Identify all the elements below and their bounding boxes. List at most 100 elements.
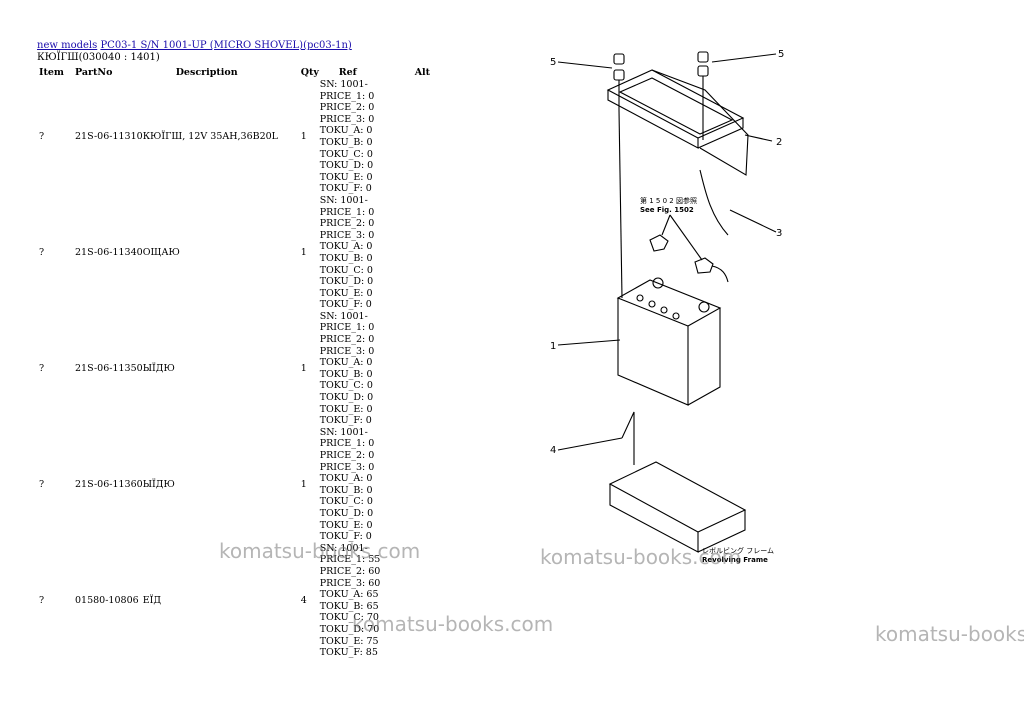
row-item: ? [39, 363, 45, 375]
breadcrumb-link-model[interactable]: PC03-1 S/N 1001-UP (MICRO SHOVEL)(pc03-1… [100, 40, 352, 51]
row-description: ЫЇДЮ [142, 363, 175, 375]
row-partno: 21S-06-11310 [75, 131, 143, 143]
nut-right [697, 51, 709, 140]
ref-line: TOKU_B: 0 [319, 136, 373, 148]
row-description: ОЩАЮ [142, 247, 180, 259]
ref-line: TOKU_B: 0 [319, 484, 373, 496]
callout-3: 3 [776, 228, 782, 239]
fig-note-jp: 第 1 5 0 2 図参照 [640, 196, 697, 205]
ref-line: TOKU_A: 0 [319, 357, 373, 369]
header-item: Item [39, 67, 64, 78]
ref-line: TOKU_D: 70 [319, 623, 380, 635]
row-qty: 1 [300, 363, 307, 375]
nut-left [613, 53, 625, 110]
ref-line: TOKU_B: 0 [319, 252, 373, 264]
ref-line: PRICE_2: 0 [319, 102, 375, 114]
row-description: ЫЇДЮ [142, 479, 175, 491]
fig-note: See Fig. 1502 [640, 206, 694, 214]
battery-cable-3 [699, 169, 729, 236]
callout-4: 4 [550, 445, 556, 456]
breadcrumb: new models PC03-1 S/N 1001-UP (MICRO SHO… [37, 40, 352, 51]
ref-line: TOKU_C: 0 [319, 380, 373, 392]
row-item: ? [39, 595, 45, 607]
callout-2: 2 [776, 137, 782, 148]
row-qty: 1 [300, 247, 307, 259]
ref-line: TOKU_D: 0 [319, 276, 374, 288]
row-qty: 1 [300, 131, 307, 143]
row-description: КЮЇГШ, 12V 35AH,36B20L [142, 131, 278, 143]
ref-line: TOKU_F: 0 [319, 415, 372, 427]
ref-line: PRICE_3: 60 [319, 577, 381, 589]
ref-line: TOKU_A: 65 [319, 589, 379, 601]
revolving-frame [608, 461, 747, 553]
ref-line: TOKU_F: 0 [319, 183, 372, 195]
row-qty: 4 [300, 595, 307, 607]
row-partno: 01580-10806 [75, 595, 139, 607]
parts-diagram: 5 5 2 3 1 4 第 1 5 0 2 図参照 See Fig. 1502 … [550, 49, 784, 564]
ref-line: SN: 1001- [319, 79, 368, 90]
row-qty: 1 [300, 479, 307, 491]
header-alt: Alt [414, 67, 431, 78]
row-alt [415, 195, 435, 311]
ref-line: TOKU_E: 0 [319, 171, 373, 183]
terminal-clamp-left [649, 234, 669, 252]
row-item: ? [39, 479, 45, 491]
header-description: Description [175, 67, 238, 78]
row-item: ? [39, 247, 45, 259]
parts-table: Item PartNo Description Qty Ref Alt ? 21S… [31, 66, 435, 659]
battery [616, 277, 722, 406]
ref-line: TOKU_D: 0 [319, 160, 374, 172]
ref-line: TOKU_C: 0 [319, 264, 373, 276]
ref-line: TOKU_A: 0 [319, 241, 373, 253]
ref-line: PRICE_3: 0 [319, 461, 375, 473]
breadcrumb-link-new-models[interactable]: new models [37, 40, 98, 51]
ref-line: PRICE_1: 0 [319, 90, 375, 102]
ref-line: SN: 1001- [319, 194, 368, 206]
ref-line: PRICE_2: 60 [319, 565, 381, 577]
watermark: komatsu-books.com [219, 539, 421, 563]
frame-label-jp: レボルビング フレーム [702, 546, 774, 555]
ref-line: PRICE_2: 0 [319, 334, 375, 346]
row-alt [415, 427, 435, 543]
ref-line: SN: 1001- [319, 542, 368, 554]
frame-label: Revolving Frame [702, 556, 768, 564]
ref-line: TOKU_E: 0 [319, 519, 373, 531]
row-alt [415, 79, 435, 195]
ref-line: TOKU_C: 0 [319, 148, 373, 160]
ref-line: PRICE_3: 0 [319, 113, 375, 125]
ref-line: PRICE_1: 0 [319, 206, 375, 218]
callout-5-left: 5 [550, 57, 556, 68]
ref-line: TOKU_E: 0 [319, 403, 373, 415]
ref-line: TOKU_A: 0 [319, 125, 373, 137]
ref-line: TOKU_B: 0 [319, 368, 373, 380]
ref-line: TOKU_C: 0 [319, 496, 373, 508]
watermark: komatsu-books.com [352, 612, 554, 636]
row-description: ЕЇД [142, 595, 162, 607]
header-qty: Qty [300, 67, 319, 78]
watermark: komatsu-books.com [875, 622, 1024, 646]
ref-line: TOKU_E: 0 [319, 287, 373, 299]
header-partno: PartNo [75, 67, 113, 78]
ref-line: SN: 1001- [319, 310, 368, 322]
ref-line: TOKU_E: 75 [319, 635, 379, 647]
ref-line: PRICE_3: 0 [319, 345, 375, 357]
ref-line: SN: 1001- [319, 426, 368, 438]
ref-line: PRICE_3: 0 [319, 229, 375, 241]
table-header-row: Item PartNo Description Qty Ref Alt [31, 66, 435, 79]
ref-line: PRICE_1: 0 [319, 438, 375, 450]
ref-line: TOKU_F: 0 [319, 531, 372, 543]
ref-line: TOKU_F: 0 [319, 299, 372, 311]
row-item: ? [39, 131, 45, 143]
row-partno: 21S-06-11350 [75, 363, 143, 375]
ref-line: TOKU_C: 70 [319, 612, 379, 624]
row-alt [415, 311, 435, 427]
